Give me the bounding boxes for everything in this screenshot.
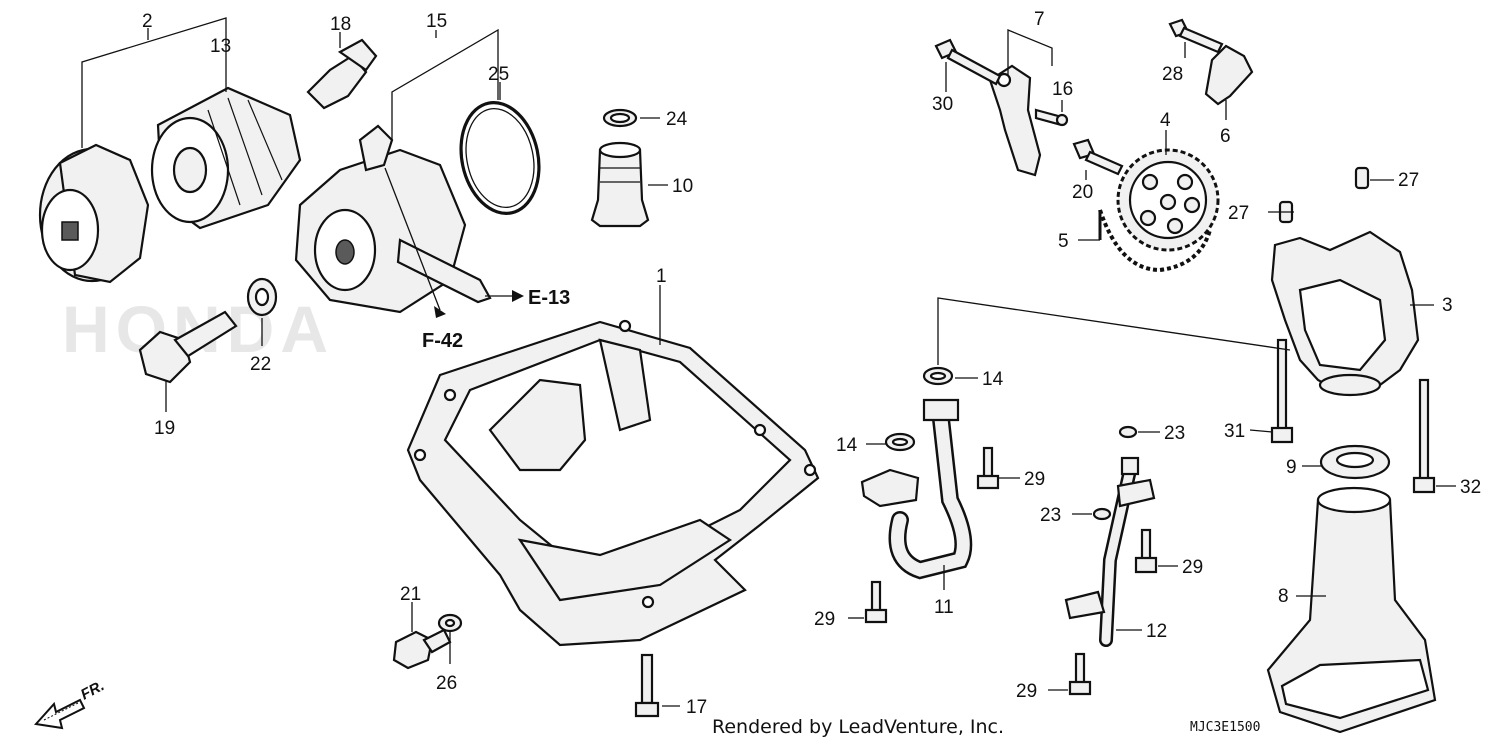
callout-2[interactable]: 2: [142, 11, 153, 32]
callout-32[interactable]: 32: [1460, 477, 1481, 498]
callout-19[interactable]: 19: [154, 418, 175, 439]
pipe-bolt[interactable]: [864, 580, 888, 624]
callout-12[interactable]: 12: [1146, 621, 1167, 642]
drain-bolt[interactable]: [138, 310, 238, 384]
jet-bolt[interactable]: [1134, 528, 1158, 574]
callout-31[interactable]: 31: [1224, 421, 1245, 442]
callout-17[interactable]: 17: [686, 697, 707, 718]
rendered-by-credit: Rendered by LeadVenture, Inc.: [712, 716, 1004, 738]
chain-tensioner[interactable]: [1204, 44, 1254, 106]
oil-seal[interactable]: [1319, 444, 1391, 480]
callout-27b[interactable]: 27: [1228, 203, 1249, 224]
diagram-code: MJC3E1500: [1190, 720, 1260, 735]
oil-pan[interactable]: [406, 319, 820, 647]
callout-25[interactable]: 25: [488, 64, 509, 85]
callout-29d[interactable]: 29: [1016, 681, 1037, 702]
front-direction-label: FR.: [78, 677, 107, 703]
callout-10[interactable]: 10: [672, 176, 693, 197]
oil-pump-sprocket[interactable]: [1116, 148, 1220, 252]
ref-arrow-f42: [434, 306, 446, 318]
oil-cooler[interactable]: [294, 124, 492, 314]
sprocket-bolt[interactable]: [1072, 138, 1124, 176]
drive-chain[interactable]: [1098, 209, 1212, 273]
callout-5[interactable]: 5: [1058, 231, 1069, 252]
drain-plug-bolt[interactable]: [392, 628, 452, 670]
oil-pump[interactable]: [1270, 230, 1420, 397]
callout-23a[interactable]: 23: [1164, 423, 1185, 444]
callout-13[interactable]: 13: [210, 36, 231, 57]
ref-label-f42[interactable]: F-42: [422, 330, 463, 352]
callout-16[interactable]: 16: [1052, 79, 1073, 100]
pipe-bolt[interactable]: [976, 446, 1000, 490]
callout-9[interactable]: 9: [1286, 457, 1297, 478]
oil-filter[interactable]: [150, 86, 302, 230]
sealing-washer-small[interactable]: [1118, 425, 1138, 439]
callout-29a[interactable]: 29: [1024, 469, 1045, 490]
callout-18[interactable]: 18: [330, 14, 351, 35]
callout-6[interactable]: 6: [1220, 126, 1231, 147]
callout-labels: 1 2 3 4 5 6 7 8 9 10 11 12 13 14 14 15 1…: [142, 9, 1481, 718]
oil-jet-pipe[interactable]: [1064, 456, 1156, 647]
callout-29b[interactable]: 29: [814, 609, 835, 630]
ref-arrow-e13: [512, 290, 524, 302]
oil-pipe[interactable]: [860, 398, 973, 580]
callout-4[interactable]: 4: [1160, 110, 1171, 131]
callout-23b[interactable]: 23: [1040, 505, 1061, 526]
callout-26[interactable]: 26: [436, 673, 457, 694]
drain-washer[interactable]: [437, 613, 463, 633]
bracket-bolt[interactable]: [934, 38, 1002, 86]
fitting-bolt[interactable]: [306, 38, 378, 110]
callout-27a[interactable]: 27: [1398, 170, 1419, 191]
callout-7[interactable]: 7: [1034, 9, 1045, 30]
callout-22[interactable]: 22: [250, 354, 271, 375]
callout-24[interactable]: 24: [666, 109, 688, 130]
oil-pressure-plug[interactable]: [590, 141, 650, 228]
oil-pan-bolt[interactable]: [634, 653, 660, 718]
pump-bolt-short[interactable]: [1412, 378, 1436, 494]
callout-29c[interactable]: 29: [1182, 557, 1203, 578]
jet-bolt[interactable]: [1068, 652, 1092, 696]
callout-14a[interactable]: 14: [982, 369, 1004, 390]
pump-bolt-long[interactable]: [1270, 338, 1294, 444]
pipe-o-ring[interactable]: [884, 432, 916, 452]
o-ring[interactable]: [451, 95, 549, 220]
callout-28[interactable]: 28: [1162, 64, 1183, 85]
seal-ring[interactable]: [602, 108, 638, 128]
leader-lines: [81, 17, 1456, 707]
callout-8[interactable]: 8: [1278, 586, 1289, 607]
oil-filter-cover[interactable]: [38, 143, 150, 284]
tensioner-bolt[interactable]: [1168, 18, 1224, 54]
callout-15[interactable]: 15: [426, 11, 447, 32]
callout-11[interactable]: 11: [934, 597, 954, 618]
ref-label-e13[interactable]: E-13: [528, 287, 570, 309]
small-bolt[interactable]: [1034, 108, 1069, 127]
callout-14b[interactable]: 14: [836, 435, 858, 456]
callout-21[interactable]: 21: [400, 584, 421, 605]
oil-strainer[interactable]: [1266, 486, 1437, 734]
callout-20[interactable]: 20: [1072, 182, 1093, 203]
sealing-washer[interactable]: [246, 277, 278, 317]
callout-1[interactable]: 1: [656, 266, 667, 287]
front-direction-arrow-icon: [34, 698, 86, 730]
sealing-washer-small[interactable]: [1092, 507, 1112, 521]
callout-3[interactable]: 3: [1442, 295, 1453, 316]
pipe-o-ring[interactable]: [922, 366, 954, 386]
callout-30[interactable]: 30: [932, 94, 953, 115]
dowel-pin[interactable]: [1354, 166, 1370, 190]
